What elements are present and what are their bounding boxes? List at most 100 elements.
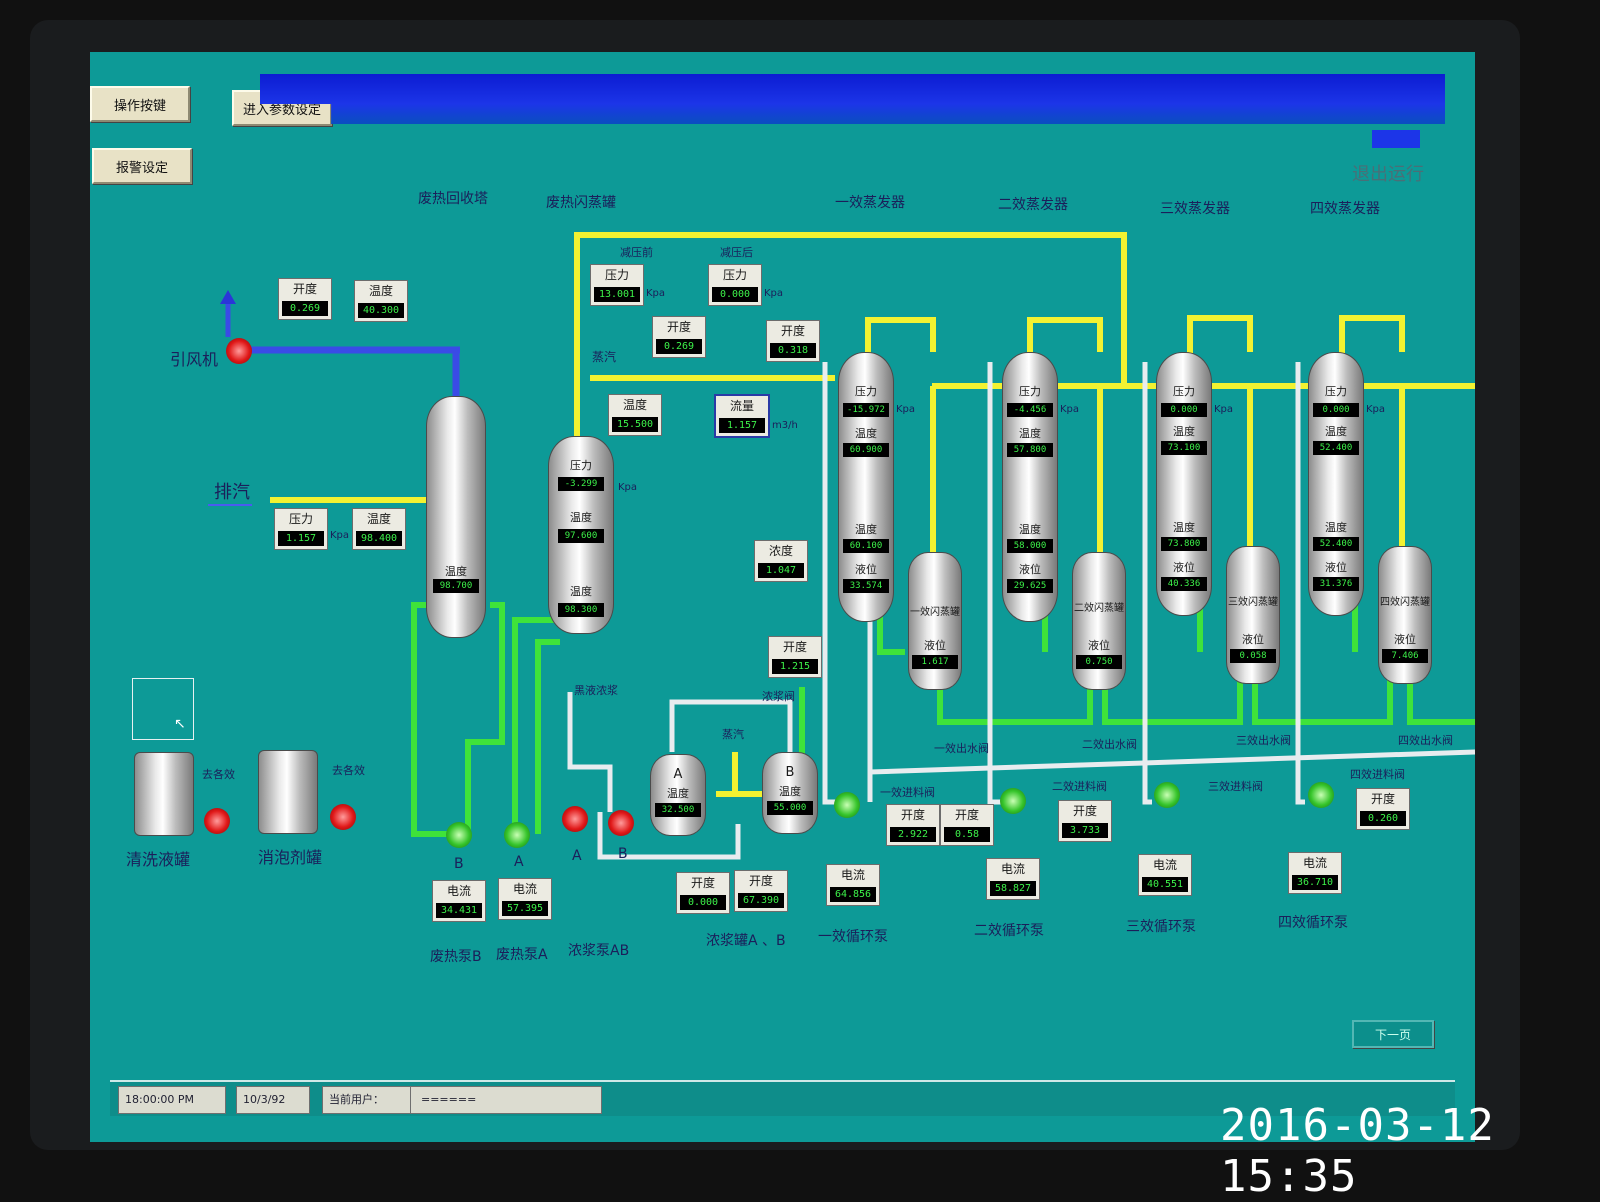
caption-circ-pump-1: 一效循环泵 (818, 929, 888, 945)
caption-circ-pump-4: 四效循环泵 (1278, 915, 1348, 931)
slurry-tank-b[interactable]: B 温度 55.000 (762, 752, 818, 834)
scada-screen: 操作按键 进入参数设定 报警设定 退出运行 废热回收塔 废热闪蒸罐 一效蒸发器 … (90, 52, 1475, 1142)
slurry-valve-label: 浓浆阀 (762, 690, 795, 703)
selection-box[interactable] (132, 678, 194, 740)
caption-slurry-pump-ab: 浓浆泵AB (568, 943, 630, 959)
clean-liquid-tank[interactable] (134, 752, 194, 836)
waste-heat-pump-b-icon[interactable] (446, 822, 472, 848)
evap4-pressure-unit: Kpa (1366, 404, 1386, 415)
pipe-network (220, 232, 1475, 860)
pump-b-letter: B (454, 856, 464, 872)
feed-valve-3-label: 三效进料阀 (1208, 780, 1263, 793)
evap2-pressure-unit: Kpa (1060, 404, 1080, 415)
slurry-tank-a[interactable]: A 温度 32.500 (650, 754, 706, 836)
clean-tank-pump-icon[interactable] (204, 808, 230, 834)
induced-fan-label: 引风机 (170, 350, 219, 369)
post-pressure-unit: Kpa (764, 288, 784, 299)
defoam-tank[interactable] (258, 750, 318, 834)
induced-fan-icon[interactable] (226, 338, 252, 364)
operation-button[interactable]: 操作按键 (90, 86, 190, 122)
caption-circ-pump-3: 三效循环泵 (1126, 919, 1196, 935)
evap1-pressure-unit: Kpa (896, 404, 916, 415)
pre-pressure-unit: Kpa (646, 288, 666, 299)
outlet-valve-4-label: 四效出水阀 (1398, 734, 1453, 747)
waste-heat-flash-tank[interactable]: 压力 -3.299 温度 97.600 温度 98.300 (548, 436, 614, 634)
feed-valve-4-label: 四效进料阀 (1350, 768, 1405, 781)
photo-timestamp: 2016-03-12 15:35 (1220, 1100, 1495, 1202)
slurry-pump-a-icon[interactable] (562, 806, 588, 832)
exhaust-pressure-unit: Kpa (330, 530, 350, 541)
steam-label-2: 蒸汽 (722, 728, 744, 741)
circ-pump-3-icon[interactable] (1154, 782, 1180, 808)
pump-a-letter: A (514, 854, 524, 870)
outlet-valve-3-label: 三效出水阀 (1236, 734, 1291, 747)
to-each-effect-label-1: 去各效 (202, 768, 235, 781)
alarm-settings-button[interactable]: 报警设定 (92, 148, 192, 184)
clean-tank-label: 清洗液罐 (126, 850, 191, 869)
feed-valve-1-label: 一效进料阀 (880, 786, 935, 799)
banner-block (1372, 130, 1420, 148)
slurry-pump-a-letter: A (572, 848, 582, 864)
next-page-button[interactable]: 下一页 (1352, 1020, 1434, 1048)
title-banner (260, 74, 1445, 124)
status-bar: 18:00:00 PM 10/3/92 当前用户： ====== (110, 1080, 1455, 1116)
title-evaporator-2: 二效蒸发器 (998, 197, 1068, 213)
status-time: 18:00:00 PM (118, 1086, 226, 1114)
slurry-pump-b-letter: B (618, 846, 628, 862)
status-user-value: ====== (410, 1086, 602, 1114)
outlet-valve-1-label: 一效出水阀 (934, 742, 989, 755)
feed-valve-2-label: 二效进料阀 (1052, 780, 1107, 793)
caption-waste-heat-pump-b: 废热泵B (430, 949, 482, 965)
defoam-tank-label: 消泡剂罐 (258, 848, 323, 867)
caption-slurry-tanks: 浓浆罐A 、B (706, 933, 786, 949)
cursor-icon: ↖ (174, 716, 186, 732)
exhaust-label: 排汽 (214, 482, 250, 503)
steam-label: 蒸汽 (592, 350, 617, 364)
title-waste-heat-flash: 废热闪蒸罐 (546, 195, 616, 211)
waste-heat-pump-a-icon[interactable] (504, 822, 530, 848)
black-liquor-label: 黑液浓浆 (574, 684, 618, 697)
circ-pump-4-icon[interactable] (1308, 782, 1334, 808)
steam-flow-unit: m3/h (772, 420, 798, 431)
title-evaporator-4: 四效蒸发器 (1310, 201, 1380, 217)
to-each-effect-label-2: 去各效 (332, 764, 365, 777)
slurry-pump-b-icon[interactable] (608, 810, 634, 836)
exhaust-arrow-icon (208, 504, 252, 506)
title-waste-heat-tower: 废热回收塔 (418, 191, 488, 207)
exit-run-button[interactable]: 退出运行 (1352, 164, 1424, 185)
title-evaporator-1: 一效蒸发器 (835, 195, 905, 211)
circ-pump-1-icon[interactable] (834, 792, 860, 818)
defoam-tank-pump-icon[interactable] (330, 804, 356, 830)
outlet-valve-2-label: 二效出水阀 (1082, 738, 1137, 751)
status-date: 10/3/92 (236, 1086, 310, 1114)
waste-heat-tower[interactable]: 温度 98.700 (426, 396, 486, 638)
after-reduce-label: 减压后 (720, 246, 753, 259)
circ-pump-2-icon[interactable] (1000, 788, 1026, 814)
caption-circ-pump-2: 二效循环泵 (974, 923, 1044, 939)
